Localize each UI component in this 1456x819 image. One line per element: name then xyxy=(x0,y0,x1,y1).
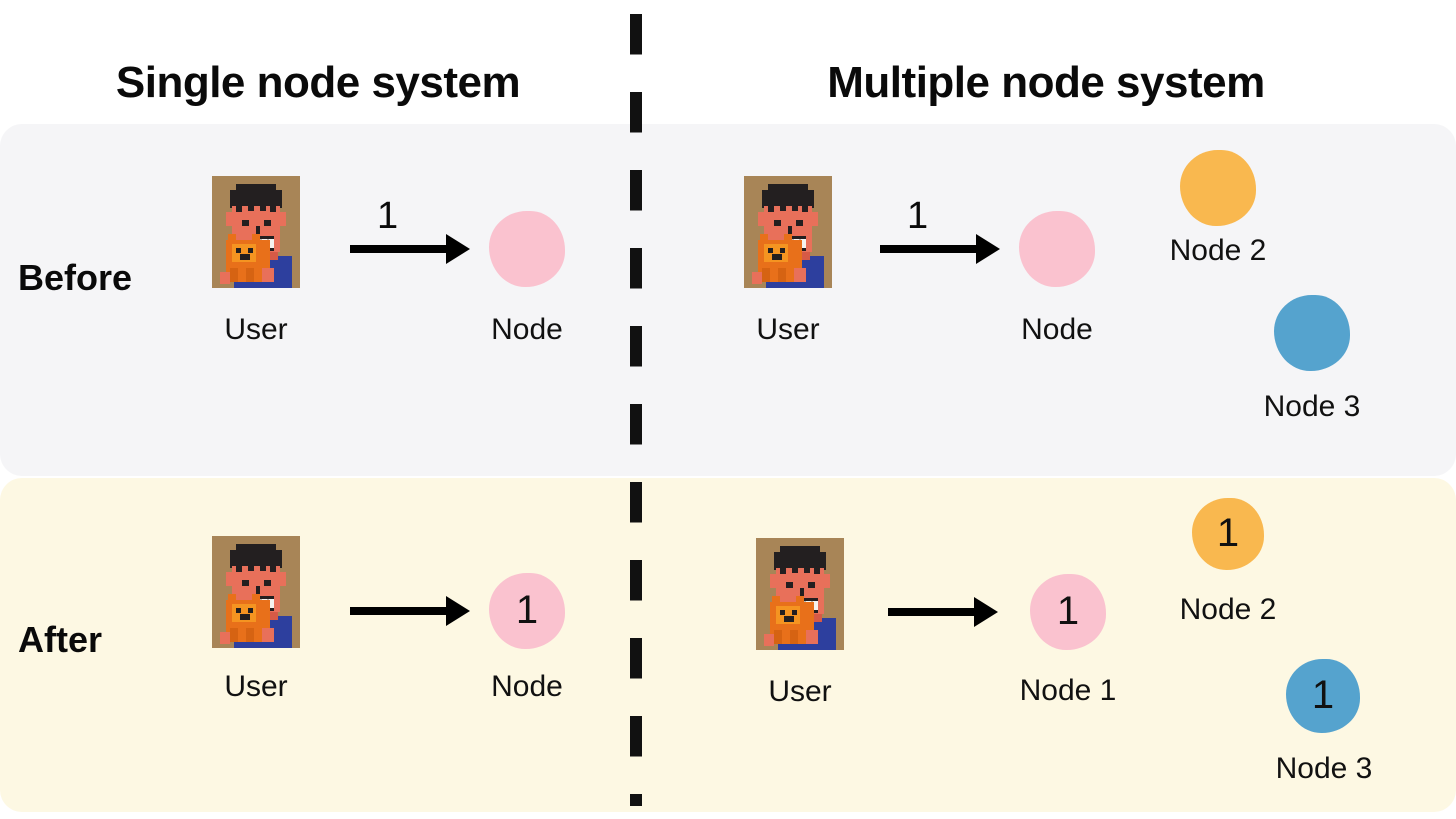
node-blob-node-2: 1 xyxy=(1192,498,1264,570)
node-caption: Node xyxy=(491,313,563,346)
arrow-count-label: 1 xyxy=(907,195,929,237)
column-title-multiple-node: Multiple node system xyxy=(827,58,1265,107)
arrow-right-icon xyxy=(880,234,1000,264)
user-label: User xyxy=(768,675,832,708)
node-caption: Node 2 xyxy=(1179,593,1277,626)
user-avatar-pixelart-icon xyxy=(212,176,300,288)
node-blob-node-3 xyxy=(1274,295,1350,371)
user-avatar-pixelart-icon xyxy=(212,536,300,648)
node-caption: Node 3 xyxy=(1275,752,1373,785)
node-count: 1 xyxy=(1056,589,1080,633)
node-caption: Node xyxy=(491,670,563,703)
user-avatar-pixelart-icon xyxy=(744,176,832,288)
node-blob-node xyxy=(489,211,565,287)
arrow-right-icon xyxy=(350,596,470,626)
arrow-right-icon xyxy=(888,597,998,627)
node-count: 1 xyxy=(515,588,539,632)
node-blob-node-2 xyxy=(1180,150,1256,226)
node-count: 1 xyxy=(1216,511,1240,555)
user-label: User xyxy=(756,313,820,346)
column-title-single-node: Single node system xyxy=(115,58,521,107)
arrow-count-label: 1 xyxy=(377,195,399,237)
node-blob-node-3: 1 xyxy=(1286,659,1360,733)
user-avatar-pixelart-icon xyxy=(756,538,844,650)
vertical-dashed-divider xyxy=(630,14,642,806)
node-blob-node-1: 1 xyxy=(1030,574,1106,650)
node-caption: Node 1 xyxy=(1019,674,1117,707)
node-caption: Node 3 xyxy=(1263,390,1361,423)
row-label-after: After xyxy=(18,619,103,660)
node-blob-node-1 xyxy=(1019,211,1095,287)
node-count: 1 xyxy=(1311,673,1335,717)
user-label: User xyxy=(224,670,288,703)
node-caption: Node xyxy=(1021,313,1093,346)
node-blob-node: 1 xyxy=(489,573,565,649)
user-label: User xyxy=(224,313,288,346)
arrow-right-icon xyxy=(350,234,470,264)
node-caption: Node 2 xyxy=(1169,234,1267,267)
row-label-before: Before xyxy=(18,257,133,298)
